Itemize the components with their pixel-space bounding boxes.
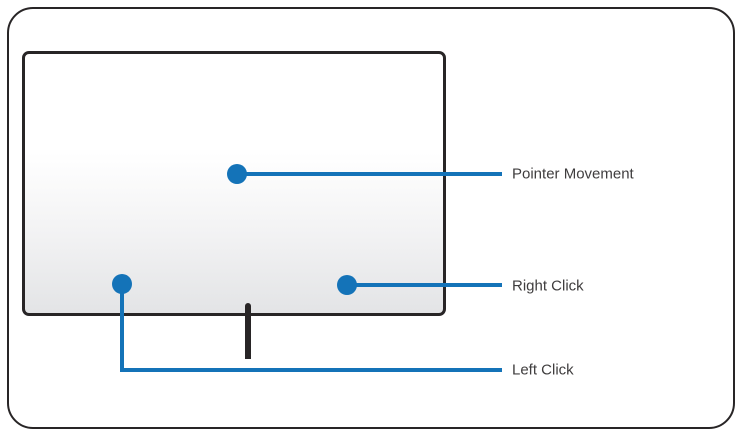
left-click-callout-line-vertical (120, 283, 124, 372)
right-click-callout-line (345, 283, 502, 287)
left-click-dot (112, 274, 132, 294)
pointer-movement-callout-line (235, 172, 502, 176)
right-click-dot (337, 275, 357, 295)
left-click-callout-line-horizontal (120, 368, 502, 372)
pointer-movement-dot (227, 164, 247, 184)
button-divider-notch (245, 303, 251, 359)
diagram-frame: Pointer Movement Right Click Left Click (7, 7, 735, 429)
left-click-label: Left Click (512, 361, 574, 379)
pointer-movement-label: Pointer Movement (512, 165, 634, 183)
right-click-label: Right Click (512, 277, 584, 295)
